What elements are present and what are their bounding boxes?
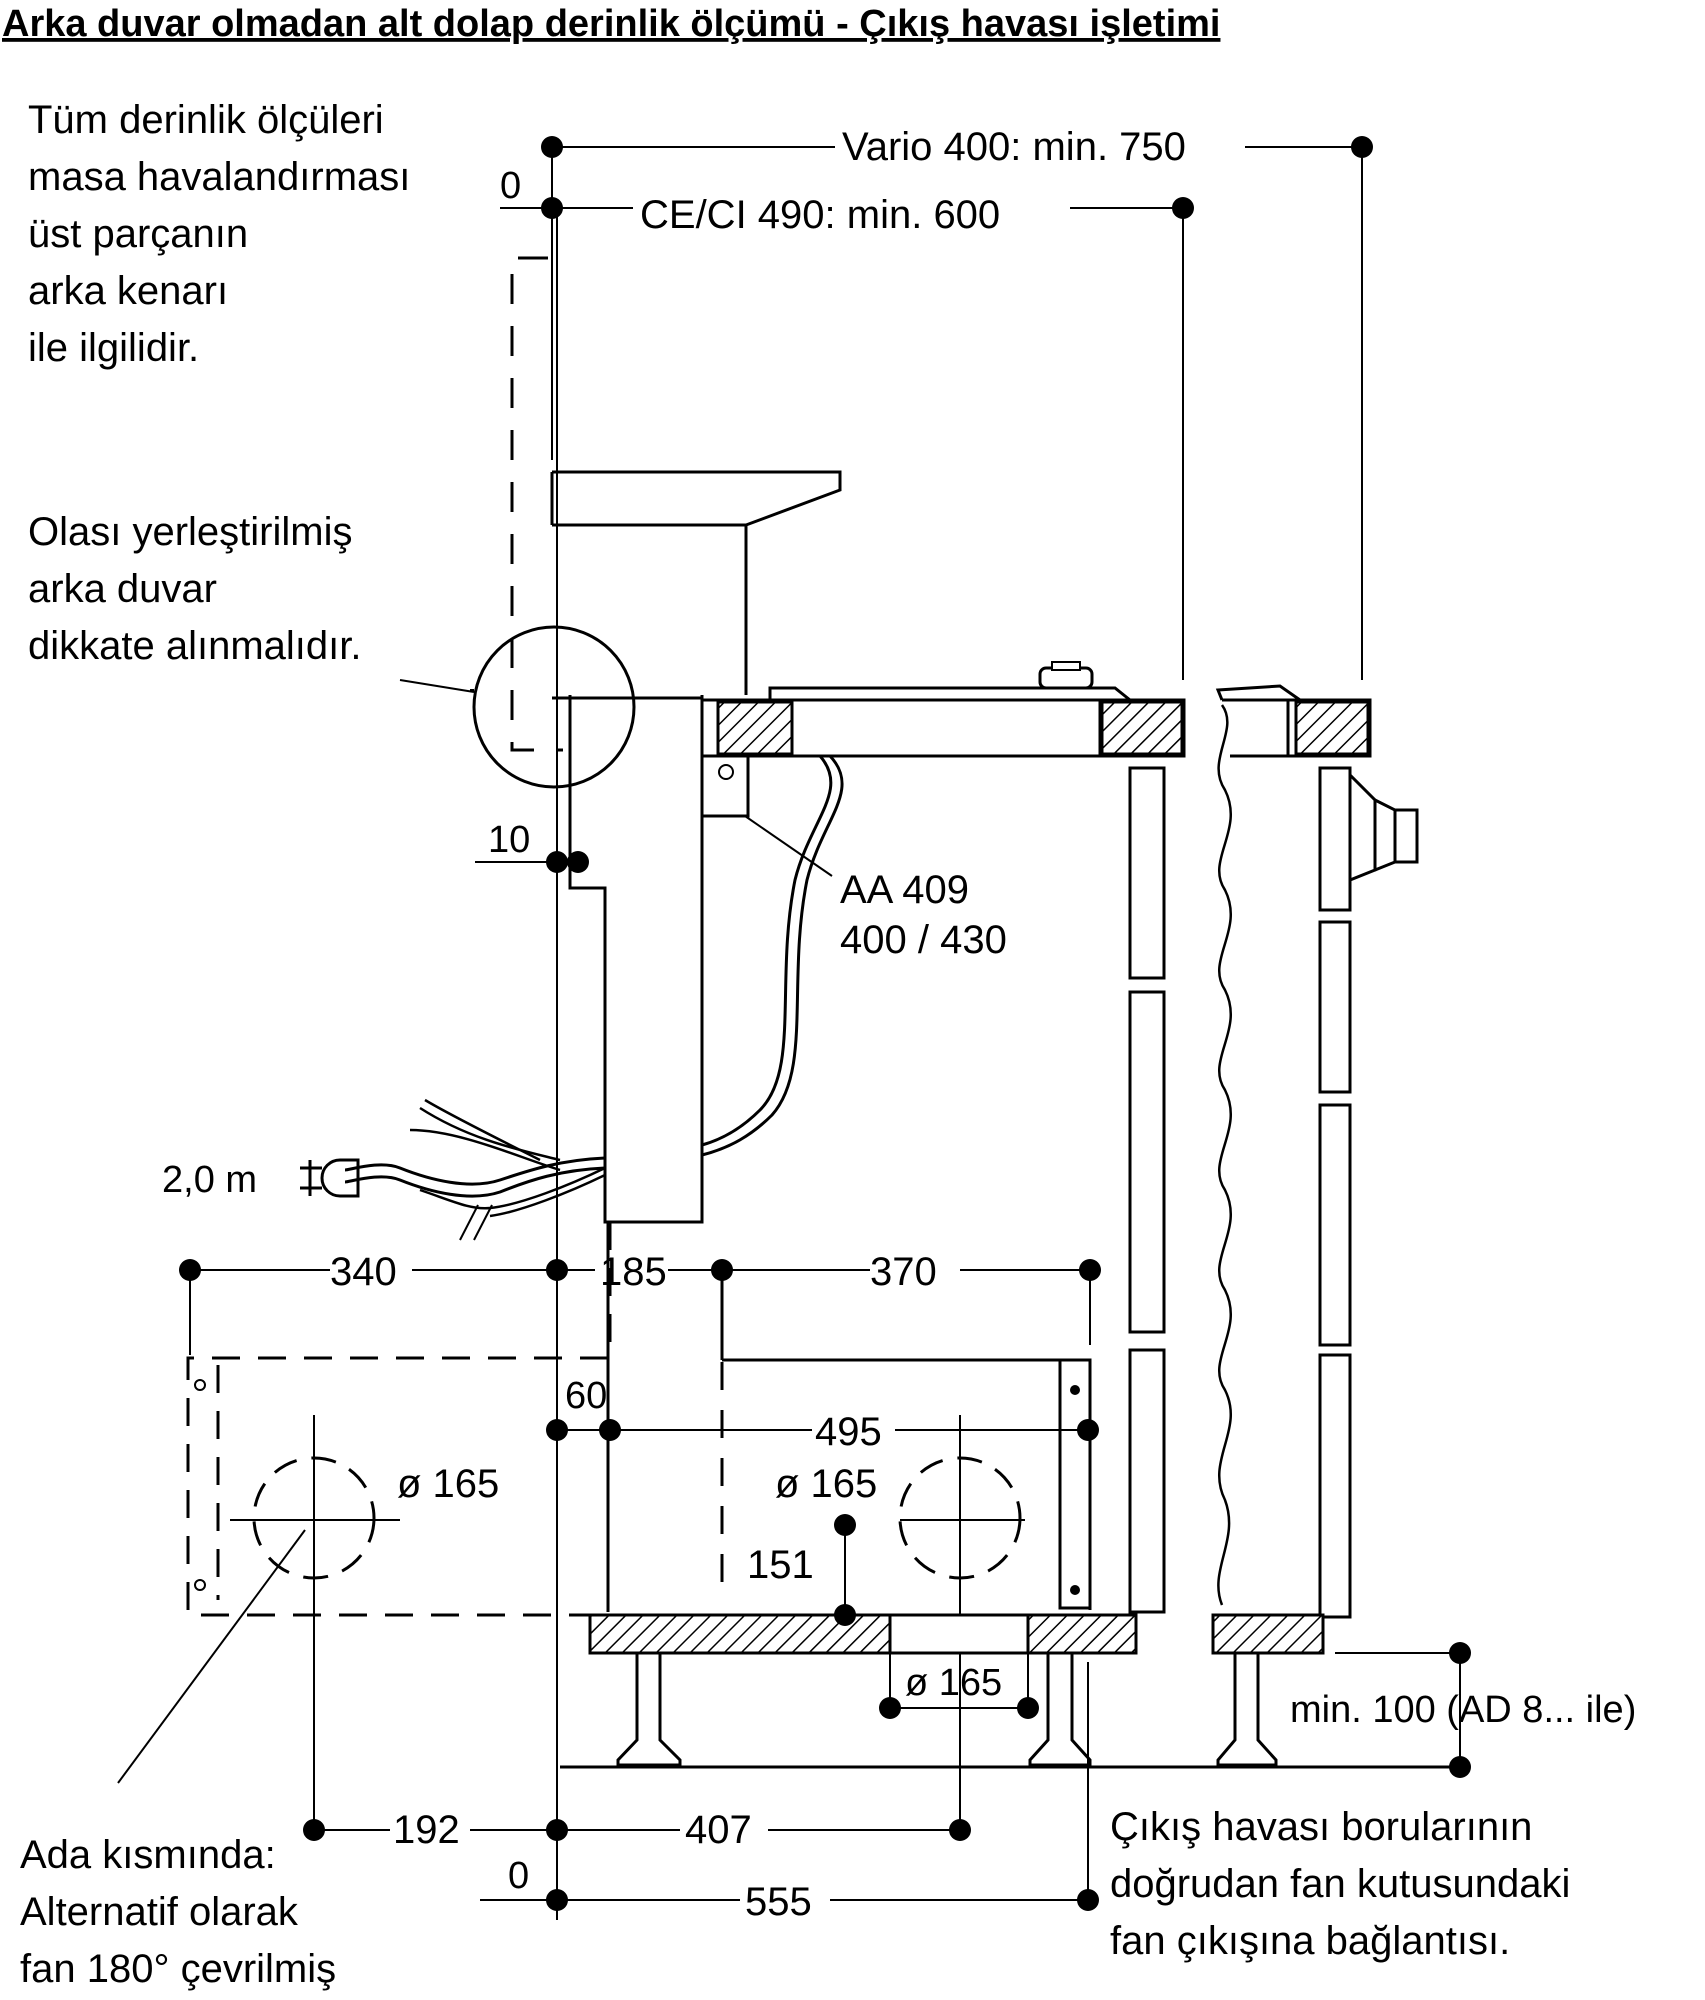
zero-top-label: 0 xyxy=(500,165,521,207)
island-note-line: fan 180° çevrilmiş xyxy=(20,1947,336,1991)
dim-495: 495 xyxy=(815,1410,882,1454)
dim-192: 192 xyxy=(393,1808,460,1852)
dim-185: 185 xyxy=(600,1250,667,1294)
zero-bottom-label: 0 xyxy=(508,1855,529,1897)
dim-151: 151 xyxy=(747,1543,814,1587)
middle-dimensions: 340 185 370 10 60 495 ø 165 ø 165 151 ø … xyxy=(117,208,1636,1920)
exhaust-stub xyxy=(1348,771,1377,883)
ce-ci-dimension: CE/CI 490: min. 600 xyxy=(640,193,1000,237)
dim-370: 370 xyxy=(870,1250,937,1294)
accessory-label-2: 400 / 430 xyxy=(840,918,1007,962)
wall-note-line: Olası yerleştirilmiş xyxy=(28,510,352,554)
cabinet-panels xyxy=(1128,766,1352,1619)
ventilation-unit xyxy=(550,470,842,1224)
accessory-label-1: AA 409 xyxy=(840,868,969,912)
wall-note: Olası yerleştirilmiş arka duvar dikkate … xyxy=(28,510,362,668)
exhaust-note-line: doğrudan fan kutusundaki xyxy=(1110,1862,1570,1906)
depth-note-line: arka kenarı xyxy=(28,269,228,313)
island-note-line: Alternatif olarak xyxy=(20,1890,299,1934)
dim-407: 407 xyxy=(685,1808,752,1852)
plinth xyxy=(560,1613,1470,1769)
dia-left: ø 165 xyxy=(397,1462,499,1506)
depth-note-line: ile ilgilidir. xyxy=(28,326,199,370)
cable-length-label: 2,0 m xyxy=(162,1159,257,1201)
fan-box xyxy=(606,1222,1092,1612)
possible-back-wall xyxy=(510,256,563,752)
exhaust-note: Çıkış havası borularının doğrudan fan ku… xyxy=(1110,1805,1570,1963)
dia-bottom: ø 165 xyxy=(905,1662,1002,1704)
dim-60: 60 xyxy=(565,1375,607,1417)
island-note-line: Ada kısmında: xyxy=(20,1833,276,1877)
exhaust-note-line: fan çıkışına bağlantısı. xyxy=(1110,1919,1510,1963)
detail-circle xyxy=(472,625,636,789)
dim-10: 10 xyxy=(488,819,530,861)
bottom-dimensions: 192 407 0 555 xyxy=(303,1808,1099,1924)
depth-note: Tüm derinlik ölçüleri masa havalandırmas… xyxy=(28,98,410,370)
exhaust-note-line: Çıkış havası borularının xyxy=(1110,1805,1532,1849)
wall-note-line: dikkate alınmalıdır. xyxy=(28,624,362,668)
island-note: Ada kısmında: Alternatif olarak fan 180°… xyxy=(20,1833,336,1991)
diagram-title: Arka duvar olmadan alt dolap derinlik öl… xyxy=(2,3,1220,45)
power-cable: 2,0 m xyxy=(162,1098,606,1241)
break-line xyxy=(1217,704,1232,1606)
worktop xyxy=(700,661,1372,758)
dim-555: 555 xyxy=(745,1880,812,1924)
wall-note-line: arka duvar xyxy=(28,567,217,611)
depth-note-line: Tüm derinlik ölçüleri xyxy=(28,98,384,142)
min-100-label: min. 100 (AD 8... ile) xyxy=(1290,1689,1636,1731)
dia-mid: ø 165 xyxy=(775,1462,877,1506)
alternative-fan-box xyxy=(186,1222,612,1830)
top-dimensions: Vario 400: min. 750 CE/CI 490: min. 600 … xyxy=(500,125,1373,680)
depth-note-line: masa havalandırması xyxy=(28,155,410,199)
depth-note-line: üst parçanın xyxy=(28,212,248,256)
dim-340: 340 xyxy=(330,1250,397,1294)
vario-dimension: Vario 400: min. 750 xyxy=(842,125,1186,169)
